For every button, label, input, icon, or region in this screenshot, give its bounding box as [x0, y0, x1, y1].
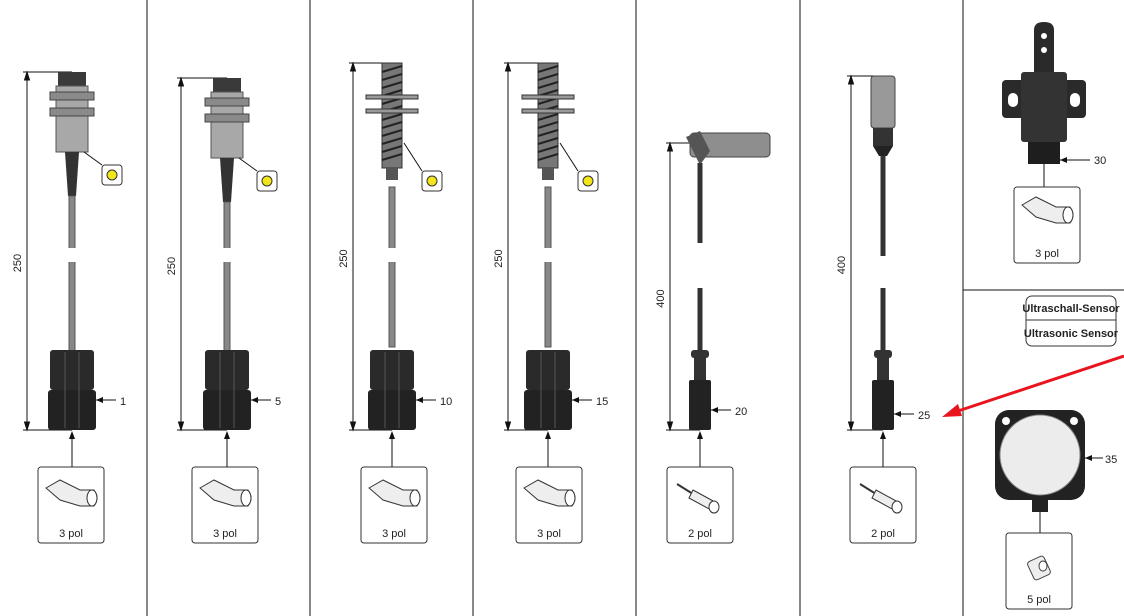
connector-3pol-icon — [368, 479, 421, 507]
part-number: 10 — [440, 396, 452, 408]
dimension-line — [847, 74, 883, 432]
connector-box: 2 pol — [849, 466, 917, 544]
ultrasonic-sensor-35: Ultraschall-Sensor Ultrasonic Sensor 35 … — [995, 295, 1120, 610]
sensor-body — [686, 131, 771, 430]
connector-3pol-icon — [199, 479, 252, 507]
connector-2pol-icon — [676, 483, 720, 514]
connector-box: 3 pol — [191, 466, 259, 544]
connector-label: 2 pol — [688, 528, 712, 540]
connector-box: 2 pol — [666, 466, 734, 544]
led-indicator-icon — [577, 170, 599, 192]
column-dividers — [146, 0, 1124, 616]
connector-3pol-icon — [523, 479, 576, 507]
dimension-value: 400 — [655, 289, 667, 307]
part-number: 15 — [596, 396, 608, 408]
sensor-column-5: 250 5 3 pol — [166, 76, 281, 544]
dimension-value: 400 — [836, 256, 848, 274]
sensor-column-25: 400 25 2 pol — [836, 74, 930, 544]
connector-3pol-icon — [1021, 196, 1074, 224]
connector-box: 3 pol — [37, 466, 105, 544]
sensor-body — [203, 78, 258, 430]
dimension-line — [349, 61, 392, 432]
label-ultraschall-sensor: Ultraschall-Sensor — [1022, 303, 1120, 315]
connector-label: 2 pol — [871, 528, 895, 540]
part-number: 25 — [918, 410, 930, 422]
connector-label: 3 pol — [382, 528, 406, 540]
dimension-value: 250 — [12, 254, 24, 272]
connector-label: 3 pol — [537, 528, 561, 540]
connector-2pol-icon — [859, 483, 903, 514]
connector-3pol-icon — [45, 479, 98, 507]
connector-label: 3 pol — [1035, 248, 1059, 260]
sensor-body — [870, 75, 896, 430]
led-indicator-icon — [101, 164, 123, 186]
sensor-30: 30 3 pol — [1002, 22, 1106, 264]
led-indicator-icon — [256, 170, 278, 192]
connector-box: 3 pol — [360, 466, 428, 544]
dimension-value: 250 — [166, 257, 178, 275]
connector-box: 3 pol — [515, 466, 583, 544]
red-pointer-arrow — [942, 354, 1124, 417]
label-ultrasonic-sensor: Ultrasonic Sensor — [1024, 328, 1119, 340]
sensor-column-10: 250 10 3 pol — [338, 61, 452, 544]
part-number: 1 — [120, 396, 126, 408]
part-number-35: 35 — [1105, 454, 1117, 466]
dimension-value: 250 — [493, 249, 505, 267]
led-indicator-icon — [421, 170, 443, 192]
connector-5pol-icon — [1027, 555, 1051, 581]
part-number-30: 30 — [1094, 155, 1106, 167]
part-number: 5 — [275, 396, 281, 408]
connector-label: 5 pol — [1027, 594, 1051, 606]
part-number: 20 — [735, 406, 747, 418]
sensor-column-20: 400 20 2 pol — [655, 131, 771, 544]
sensor-body — [521, 62, 579, 430]
sensor-body — [48, 72, 103, 430]
dimension-line — [177, 76, 227, 432]
sensor-column-1: 250 1 3 pol — [12, 70, 126, 544]
dimension-line — [666, 141, 700, 432]
dimension-value: 250 — [338, 249, 350, 267]
sensor-body — [365, 62, 423, 430]
sensor-column-15: 250 15 3 pol — [493, 61, 608, 544]
connector-label: 3 pol — [59, 528, 83, 540]
connector-label: 3 pol — [213, 528, 237, 540]
